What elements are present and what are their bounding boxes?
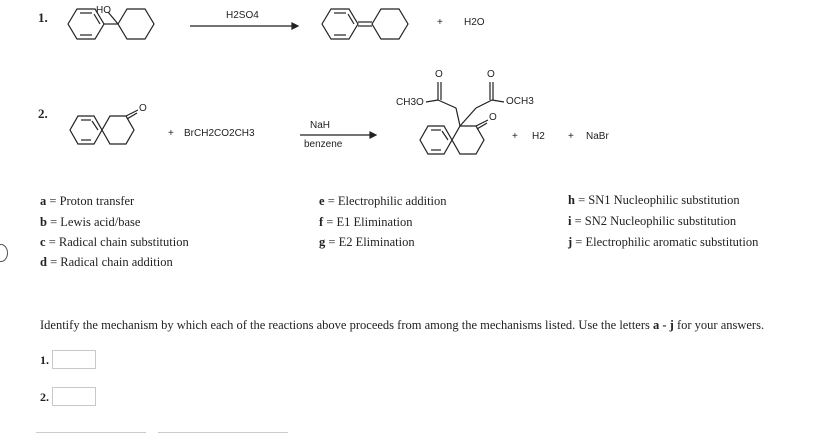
reaction-structures (67, 8, 505, 155)
reaction-1-number: 1. (38, 10, 48, 25)
mechanism-c: c = Radical chain substitution (40, 235, 189, 249)
reaction-1-reagent: H2SO4 (226, 10, 259, 21)
product-2-structure (419, 82, 505, 155)
product-2-carbonyl-o-left: O (435, 69, 443, 80)
partial-circle-icon (0, 244, 8, 262)
reaction-2-plus-1: + (168, 128, 174, 139)
instructions-text: Identify the mechanism by which each of … (40, 318, 765, 332)
answer-1-label: 1. (40, 353, 49, 367)
reaction-2-reagent: BrCH2CO2CH3 (184, 128, 255, 139)
product-2-carbonyl-o-right: O (487, 69, 495, 80)
reaction-2-base: NaH (310, 120, 331, 131)
reaction-1-plus: + (437, 17, 443, 28)
answer-2-input[interactable] (52, 387, 96, 406)
reactant-2-structure (69, 109, 139, 145)
reactant-1-structure (67, 8, 155, 40)
mechanism-d: d = Radical chain addition (40, 255, 173, 269)
bottom-divider-right (158, 432, 288, 433)
reaction-2-sodium-bromide: NaBr (586, 131, 609, 142)
bottom-divider-left (36, 432, 146, 433)
mechanism-f: f = E1 Elimination (319, 215, 413, 229)
reaction-2-plus-2: + (512, 131, 518, 142)
reaction-2-hydrogen: H2 (532, 131, 545, 142)
reaction-1-arrow (190, 22, 300, 30)
reactant-1-oh-label: HO (96, 5, 111, 16)
mechanism-j: j = Electrophilic aromatic substitution (568, 235, 759, 249)
reaction-1-byproduct: H2O (464, 17, 485, 28)
reaction-2-solvent: benzene (304, 139, 343, 150)
product-2-och3-label: OCH3 (506, 96, 534, 107)
product-2-ketone-o: O (489, 112, 497, 123)
answer-1-input[interactable] (52, 350, 96, 369)
mechanism-h: h = SN1 Nucleophilic substitution (568, 193, 740, 207)
mechanism-g: g = E2 Elimination (319, 235, 415, 249)
reaction-2-number: 2. (38, 106, 48, 121)
mechanism-a: a = Proton transfer (40, 194, 135, 208)
mechanism-b: b = Lewis acid/base (40, 215, 141, 229)
product-2-ch3o-label: CH3O (396, 97, 424, 108)
product-1-structure (321, 8, 409, 40)
answer-2-label: 2. (40, 390, 49, 404)
mechanism-e: e = Electrophilic addition (319, 194, 447, 208)
reactant-2-ketone-o: O (139, 103, 147, 114)
reaction-2-arrow (300, 131, 378, 139)
reaction-2-plus-3: + (568, 131, 574, 142)
mechanism-i: i = SN2 Nucleophilic substitution (568, 214, 737, 228)
